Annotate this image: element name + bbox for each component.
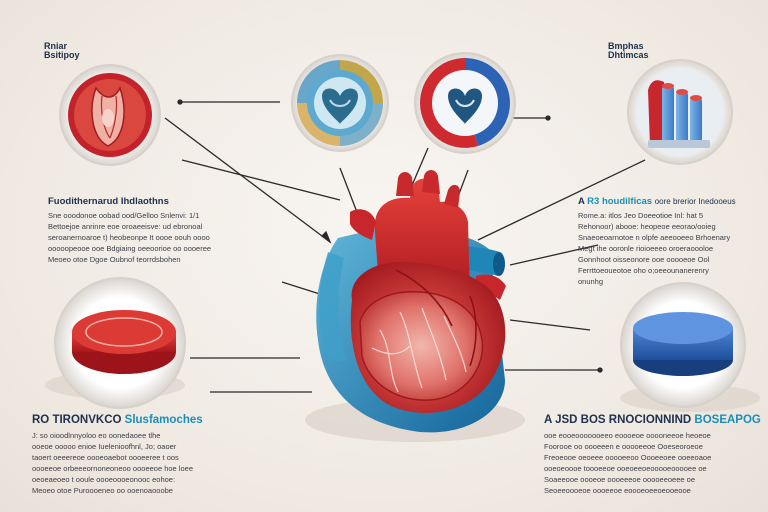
paragraph-line: Freoeooe oeoeee ooooeeoo Oooeeoee ooeeoa…: [544, 453, 712, 462]
lower-left-heading-rest: Slusfamoches: [124, 414, 203, 426]
paragraph-line: Seoeeoooeoe oooeeoe eoooeoeeoeooeooe: [544, 486, 691, 495]
lower-right-heading: A JSD BOS RNOCIONNIND BOSEAPOG: [544, 414, 761, 426]
upper-left-heading: Fuodithernarud Ihdlaothns: [48, 196, 169, 207]
paragraph-line: Meoeo otoe Dgoe Oubnof teorrdsbohen: [48, 255, 181, 264]
paragraph-line: oeoeaeoeo t ooule oooeoooeonooc eohoe:: [32, 475, 176, 484]
paragraph-line: onunhg: [578, 277, 604, 286]
upper-left-paragraph: Sne ooodonoe oobad ood/Gelloo Snlenvi: 1…: [48, 210, 211, 265]
upper-right-heading-rest: oore brerior Inedooeus: [654, 197, 736, 206]
lower-left-heading-title: RO TIRONVKCO: [32, 414, 122, 426]
paragraph-line: Bettoejoe anrinre eoe oroaeeisve: ud ebr…: [48, 222, 203, 231]
paragraph-line: ooeoeoooe toooeeoe ooeoeeoeooooeooooee o…: [544, 464, 707, 473]
paragraph-line: Meoeo otoe Puroooeneo oo ooenoaooobe: [32, 486, 173, 495]
paragraph-line: Gonnhoot oisseonore ooe ooooeoe Ool: [578, 255, 710, 264]
paragraph-line: ooe eooeooooooeeo eoooeoe ooooneeoe heoe…: [544, 431, 711, 440]
lower-right-heading-rest: BOSEAPOG: [694, 414, 761, 426]
anatomical-heart-icon: [316, 170, 506, 433]
paragraph-line: taoert oeeereoe oooeoaebot oooeeree t oo…: [32, 453, 179, 462]
paragraph-line: Soaeeooe oooeoe oooeeeoe ooooeeoeee oe: [544, 475, 695, 484]
paragraph-line: Rehonoor) abooe: heopeoe eeorao/ooieg: [578, 222, 716, 231]
heart-valve-circle-icon: [291, 54, 389, 152]
paragraph-line: ooeoe ooooo enioe Iuelenioofhnl, Jo; oao…: [32, 442, 177, 451]
upper-right-heading-title: R3 houdilficas: [587, 196, 653, 207]
corner-label-line: Dhtimcas: [608, 50, 649, 61]
heading-prefix: A: [578, 196, 585, 207]
paragraph-line: Sne ooodonoe oobad ood/Gelloo Snlenvi: 1…: [48, 211, 200, 220]
paragraph-line: oooeeoe orbeeeornoneoneoo oooeeoe hoe lo…: [32, 464, 193, 473]
lower-right-paragraph: ooe eooeooooooeeo eoooeoe ooooneeoe heoe…: [544, 430, 711, 496]
lower-left-paragraph: J: so oioodlnnyoloo eo oonedaoee tlhe oo…: [32, 430, 193, 496]
top-left-corner-label: Rniar Bsitipoy: [44, 41, 80, 61]
heading-prefix: A: [544, 414, 552, 426]
paragraph-line: Foorooe oo oooeeen e ooooeeoe Ooeseoroeo…: [544, 442, 703, 451]
red-disc-icon: [54, 277, 186, 409]
corner-label-line: Bsitipoy: [44, 50, 80, 61]
corner-label-line: Bmphas: [608, 41, 644, 51]
paragraph-line: J: so oioodlnnyoloo eo oonedaoee tlhe: [32, 431, 161, 440]
lower-left-heading: RO TIRONVKCO Slusfamoches: [32, 414, 203, 426]
upper-right-heading: A R3 houdilficas oore brerior Inedooeus: [578, 196, 736, 207]
paragraph-line: ooooopeooe ooe Bdgiaing oeeoorioe oo ooo…: [48, 244, 212, 253]
paragraph-line: Ferrttoeoueotoe oho o;oeeounanerenry: [578, 266, 709, 275]
blue-cylinder-icon: [620, 282, 746, 408]
vial-tubes-icon: [627, 59, 733, 165]
heart-valve-red-circle-icon: [414, 52, 516, 154]
corner-label-line: Rniar: [44, 41, 68, 51]
upper-left-heading-title: Fuodithernarud Ihdlaothns: [48, 196, 169, 207]
paragraph-line: Megt ihe ooronle rioioeeeo oroeraoooloe: [578, 244, 714, 253]
valve-tissue-icon: [59, 64, 161, 166]
lower-right-heading-title: JSD BOS RNOCIONNIND: [555, 414, 692, 426]
top-right-corner-label: Bmphas Dhtimcas: [608, 41, 649, 61]
upper-right-paragraph: Rome.a: itlos Jeo Doeeotioe Inl: hat 5 R…: [578, 210, 730, 287]
paragraph-line: seroanernoaroe t) heobeonpe It oooe oouh…: [48, 233, 210, 242]
paragraph-line: Snaeoeoarnotoe n olpfe aeeooeeo Brhoenar…: [578, 233, 731, 242]
paragraph-line: Rome.a: itlos Jeo Doeeotioe Inl: hat 5: [578, 211, 704, 220]
